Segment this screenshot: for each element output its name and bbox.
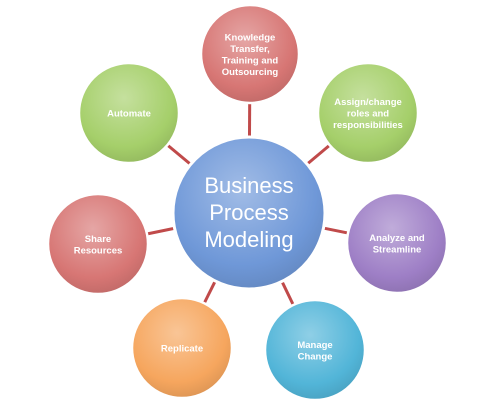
connectors [144,100,351,308]
node-replicate-label-line-1: Replicate [161,344,203,355]
node-automate-label-line-1: Automate [107,109,151,120]
connector-assign [304,142,333,167]
node-analyze-label-line-1: Analyze and [369,233,425,244]
node-knowledge-label-line-3: Training and [222,55,279,66]
connector-analyze [321,226,351,235]
connector-manage [279,279,296,308]
connector-automate [164,142,194,167]
center-node-label-line-2: Process [209,200,288,225]
center-node-circle [171,135,327,291]
node-manage-label-line-2: Change [298,351,333,362]
node-knowledge-circle [199,3,301,105]
center-node-label-line-3: Modeling [204,227,293,252]
node-assign-label-line-2: roles and [347,109,389,120]
node-assign-circle [316,61,420,165]
node-automate-circle [77,61,181,165]
node-knowledge-label-line-1: Knowledge [225,32,276,43]
node-analyze-circle [345,191,449,295]
node-assign-label-line-1: Assign/change [334,97,402,108]
node-replicate-circle [130,296,234,400]
node-replicate: Replicate [130,296,234,400]
node-analyze-label-line-2: Streamline [373,244,422,255]
node-automate: Automate [77,61,181,165]
node-share-label-line-1: Share [85,234,111,245]
node-assign-label-line-3: responsibilities [333,120,403,131]
node-manage-label-line-1: Manage [297,340,332,351]
connector-share [144,226,177,236]
node-knowledge-label-line-4: Outsourcing [222,67,279,78]
node-share-circle [46,192,150,296]
node-manage-circle [263,298,367,402]
center-node-label-line-1: Business [204,173,293,198]
node-share-label-line-2: Resources [74,245,123,256]
connector-replicate [201,278,218,306]
node-knowledge-label-line-2: Transfer, [230,44,270,55]
